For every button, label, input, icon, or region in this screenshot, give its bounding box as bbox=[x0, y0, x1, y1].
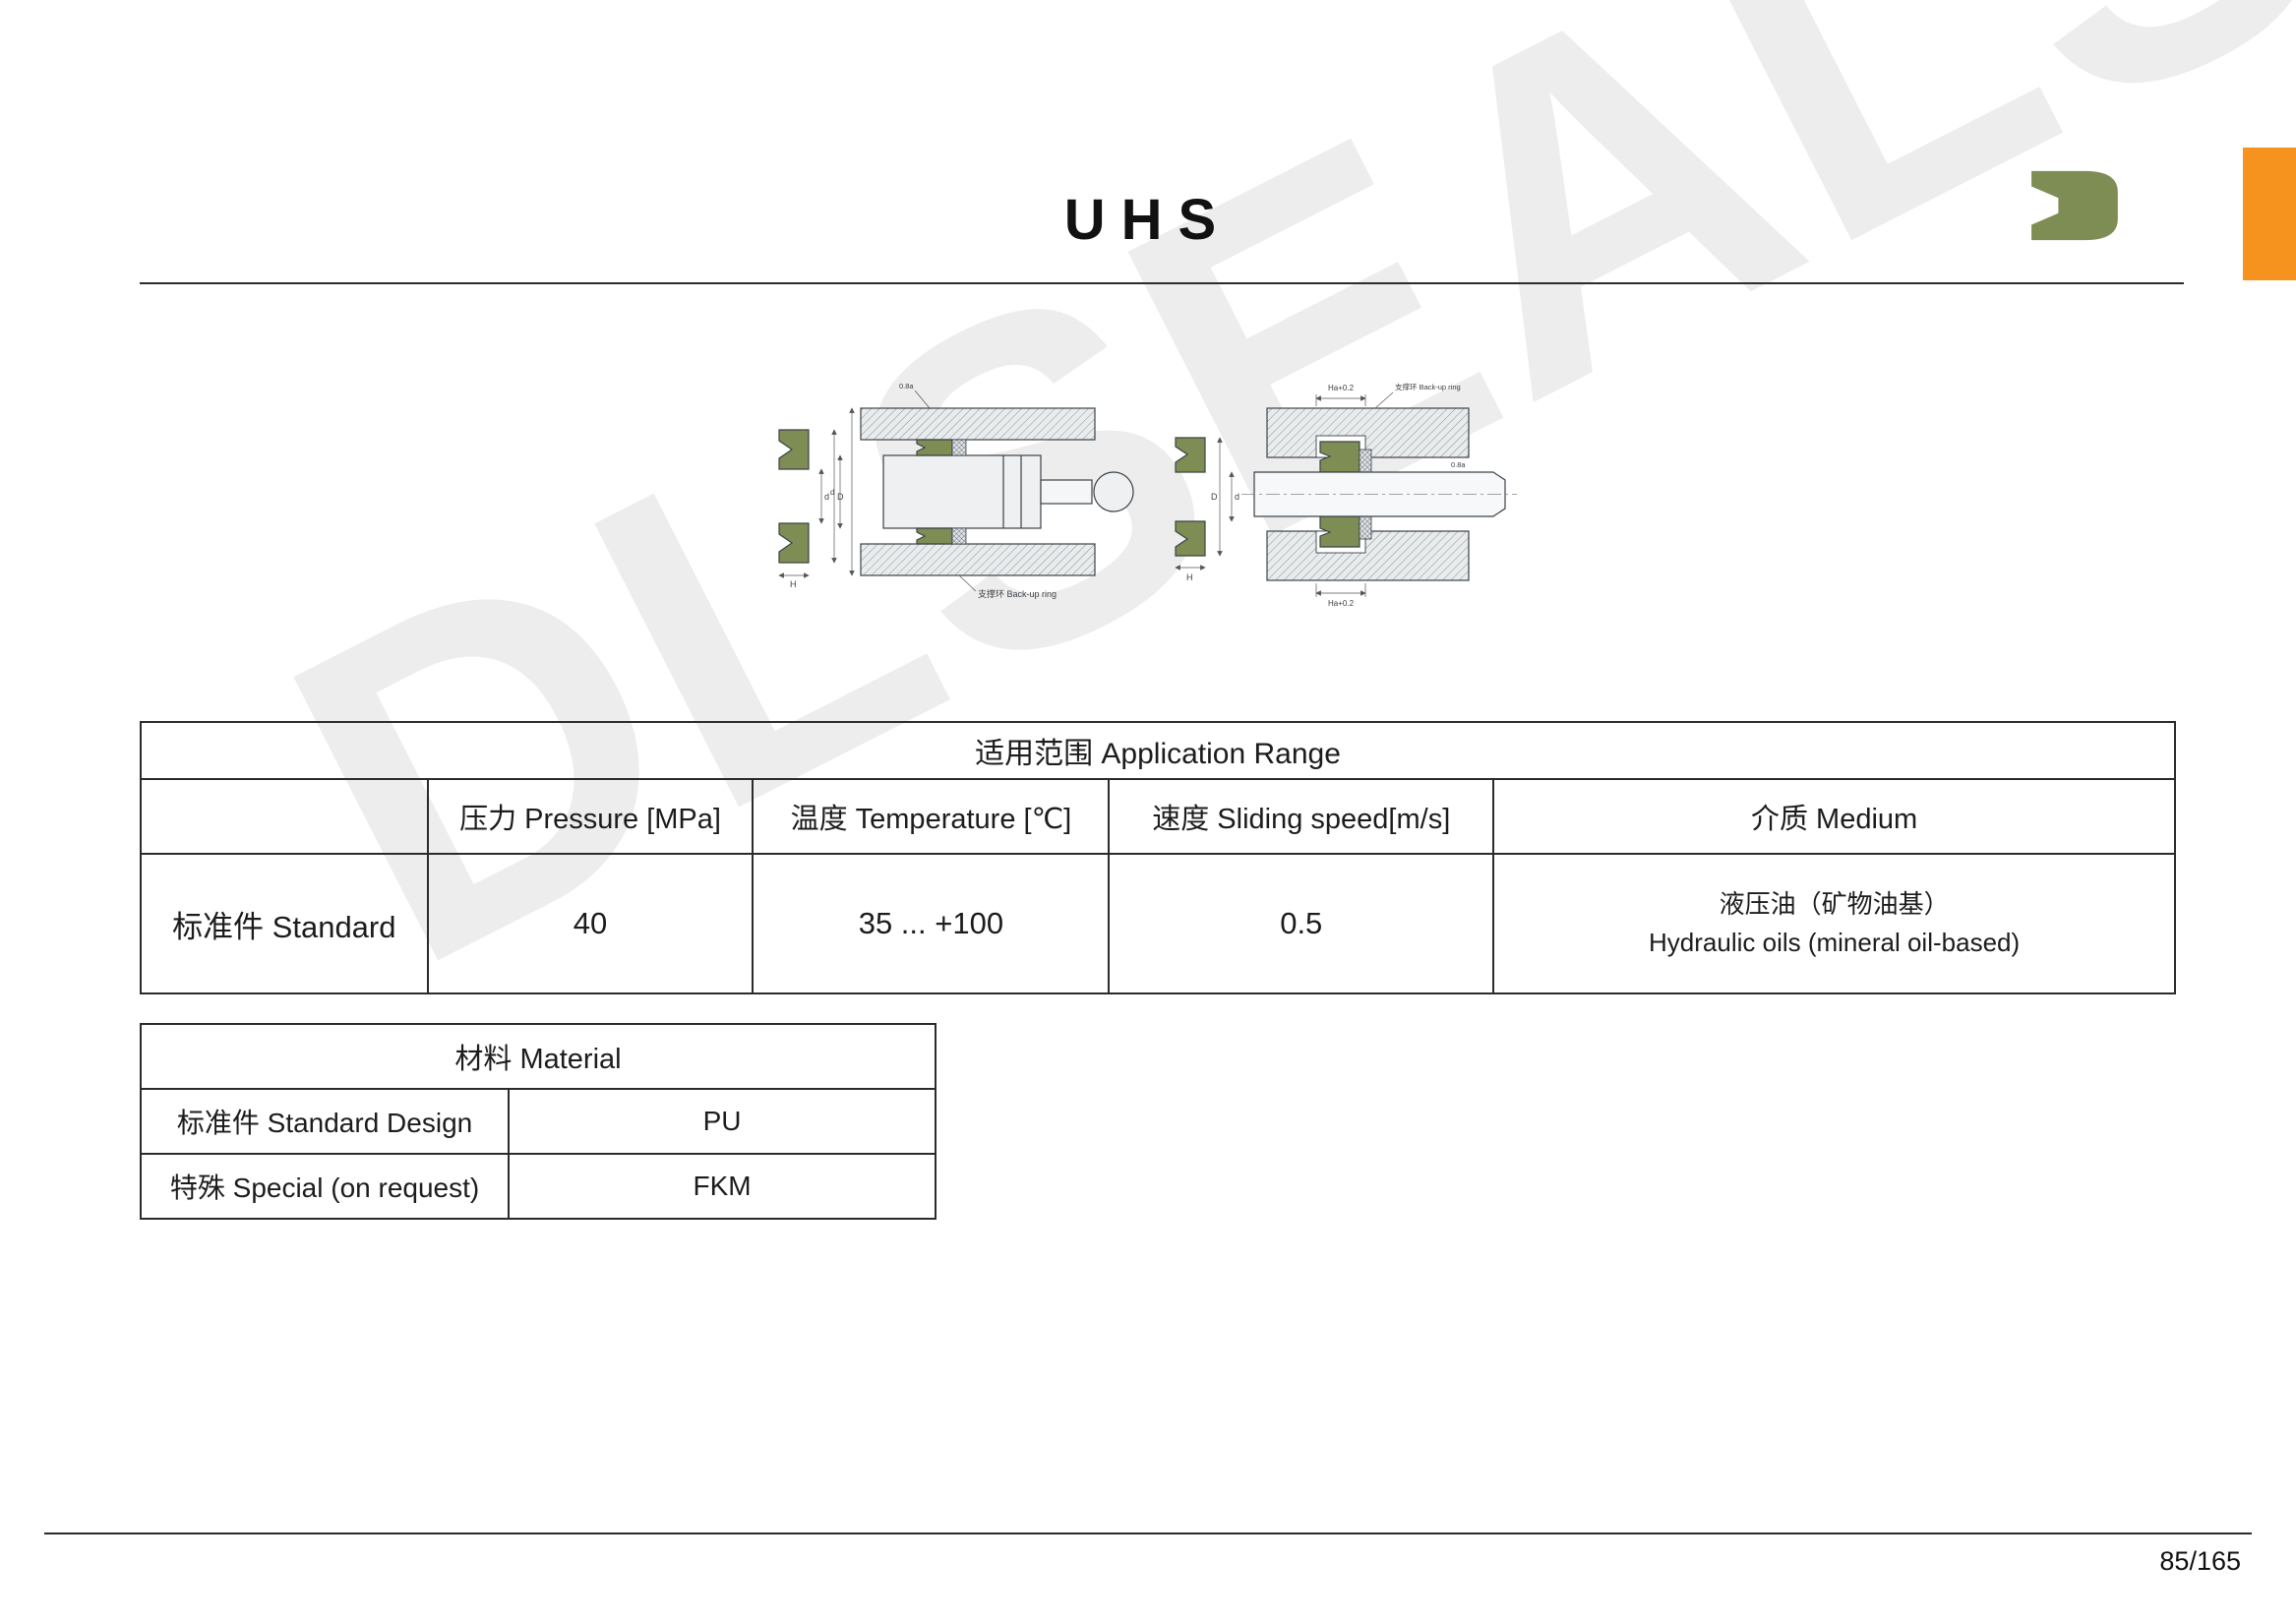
seal-profile-shape bbox=[2031, 170, 2118, 241]
medium-line-zh: 液压油（矿物油基） bbox=[1719, 889, 1950, 919]
backup-ring-label: 支撑环 Back-up ring bbox=[978, 588, 1057, 599]
row-label-standard: 标准件 Standard bbox=[140, 853, 429, 994]
seal-lip-top bbox=[778, 429, 810, 470]
table-row: 标准件 Standard 40 35 ... +100 0.5 液压油（矿物油基… bbox=[140, 853, 2176, 994]
dim-label-d: d bbox=[824, 492, 829, 502]
table-row: 材料 Material bbox=[140, 1023, 937, 1090]
dim-label-H: H bbox=[1186, 572, 1193, 582]
page-number: 85/165 bbox=[2159, 1546, 2241, 1576]
pressure-value: 40 bbox=[426, 853, 755, 994]
backup-ring-bottom bbox=[1359, 515, 1372, 540]
material-table: 材料 Material 标准件 Standard Design PU 特殊 Sp… bbox=[139, 1023, 937, 1220]
material-row-label: 特殊 Special (on request) bbox=[139, 1153, 511, 1220]
technical-drawing: d D H d 0.8a 支撑环 Back-up ring D d H Ha+0… bbox=[778, 382, 1517, 608]
col-header-speed: 速度 Sliding speed[m/s] bbox=[1108, 778, 1495, 855]
seal-lip-bottom bbox=[778, 522, 810, 564]
roughness-label: 0.8a bbox=[1451, 460, 1466, 469]
dim-label-d: d bbox=[830, 488, 834, 497]
material-row-value: FKM bbox=[508, 1153, 937, 1220]
backup-ring-label: 支撑环 Back-up ring bbox=[1395, 382, 1461, 391]
rod-shaft bbox=[1253, 471, 1506, 517]
seal-profile-icon bbox=[2031, 170, 2118, 241]
cylinder-wall-top bbox=[860, 407, 1096, 441]
rod-seal-assembly bbox=[1175, 407, 1517, 581]
groove-seal-bottom bbox=[916, 527, 953, 545]
application-range-title: 适用范围 Application Range bbox=[140, 721, 2176, 780]
dim-label-d: d bbox=[1235, 492, 1239, 502]
temperature-value: 35 ... +100 bbox=[752, 853, 1111, 994]
roughness-label: 0.8a bbox=[899, 382, 914, 391]
table-row: 特殊 Special (on request) FKM bbox=[139, 1153, 937, 1220]
page-title: UHS bbox=[1063, 188, 1233, 252]
speed-value: 0.5 bbox=[1108, 853, 1495, 994]
dimension-lines bbox=[778, 390, 1394, 597]
material-title: 材料 Material bbox=[140, 1023, 937, 1090]
col-header-temperature: 温度 Temperature [℃] bbox=[752, 778, 1111, 855]
rod-seal-bottom bbox=[1319, 515, 1360, 548]
backup-ring-top bbox=[1359, 449, 1372, 473]
ha-dim-label: Ha+0.2 bbox=[1328, 384, 1355, 392]
footer-divider bbox=[44, 1533, 2252, 1534]
cylinder-wall-bottom bbox=[860, 543, 1096, 576]
dimension-labels: d D H d 0.8a 支撑环 Back-up ring D d H Ha+0… bbox=[790, 382, 1466, 608]
backup-ring-bottom bbox=[951, 527, 967, 545]
piston-seal-assembly bbox=[778, 407, 1134, 576]
ha-dim-label: Ha+0.2 bbox=[1328, 599, 1355, 608]
groove-seal-top bbox=[916, 439, 953, 456]
backup-ring-top bbox=[951, 439, 967, 456]
col-header-medium: 介质 Medium bbox=[1492, 778, 2176, 855]
rod-seal-top bbox=[1319, 441, 1360, 473]
material-row-value: PU bbox=[508, 1088, 937, 1155]
piston-rod bbox=[1040, 479, 1093, 505]
col-header-blank bbox=[140, 778, 429, 855]
section-tab bbox=[2243, 148, 2296, 280]
seal-cross-section-right bbox=[1175, 437, 1206, 557]
dim-label-H: H bbox=[790, 579, 797, 589]
dim-label-D: D bbox=[1211, 492, 1218, 502]
seal-lip-top bbox=[1175, 437, 1206, 473]
medium-line-en: Hydraulic oils (mineral oil-based) bbox=[1649, 928, 2021, 957]
application-range-table: 适用范围 Application Range 压力 Pressure [MPa]… bbox=[140, 721, 2176, 994]
table-row: 压力 Pressure [MPa] 温度 Temperature [℃] 速度 … bbox=[140, 778, 2176, 855]
col-header-pressure: 压力 Pressure [MPa] bbox=[426, 778, 755, 855]
medium-value: 液压油（矿物油基） Hydraulic oils (mineral oil-ba… bbox=[1492, 853, 2176, 994]
piston-body bbox=[882, 454, 1042, 529]
seal-lip-bottom bbox=[1175, 520, 1206, 557]
dim-label-D: D bbox=[837, 492, 844, 502]
title-divider bbox=[140, 282, 2184, 284]
seal-cross-section-left bbox=[778, 429, 810, 564]
rod-end bbox=[1093, 471, 1134, 512]
material-row-label: 标准件 Standard Design bbox=[139, 1088, 511, 1155]
table-row: 标准件 Standard Design PU bbox=[139, 1088, 937, 1155]
table-row: 适用范围 Application Range bbox=[140, 721, 2176, 780]
